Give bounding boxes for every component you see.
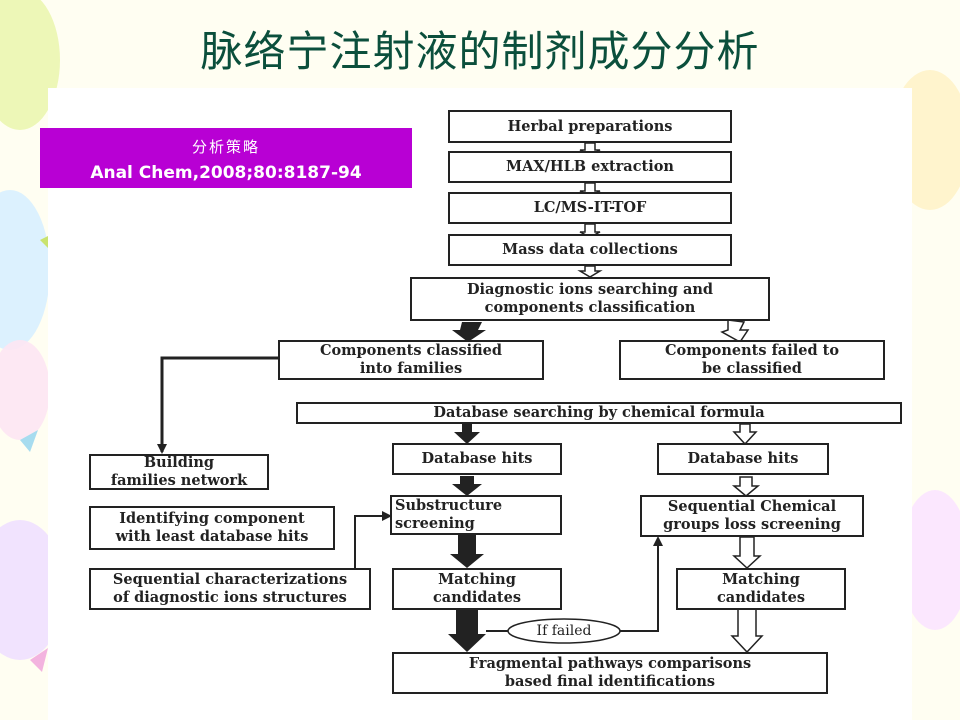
classified-box: Components classified into families bbox=[278, 340, 544, 380]
black-arrow-left bbox=[452, 322, 486, 342]
matching-right-box: Matching candidates bbox=[676, 568, 846, 610]
db-hits-right-box: Database hits bbox=[657, 443, 829, 475]
sequential-char-box: Sequential characterizations of diagnost… bbox=[89, 568, 371, 610]
substructure-box: Substructure screening bbox=[390, 495, 562, 535]
black-arrows-middle bbox=[448, 424, 486, 652]
if-failed-label: If failed bbox=[536, 623, 592, 639]
badge-label: 分析策略 bbox=[191, 138, 260, 156]
db-search-box: Database searching by chemical formula bbox=[296, 402, 902, 424]
building-box: Building families network bbox=[89, 454, 269, 490]
reference-badge: 分析策略 Anal Chem,2008;80:8187-94 bbox=[40, 128, 412, 188]
citation: Anal Chem,2008;80:8187-94 bbox=[90, 163, 362, 183]
diagnostic-box: Diagnostic ions searching and components… bbox=[410, 277, 770, 321]
matching-mid-box: Matching candidates bbox=[392, 568, 562, 610]
white-arrows-right bbox=[730, 423, 764, 654]
page-title: 脉络宁注射液的制剂成分分析 bbox=[200, 27, 760, 76]
fragmental-box: Fragmental pathways comparisons based fi… bbox=[392, 652, 828, 694]
if-failed-ellipse bbox=[507, 618, 621, 644]
lcms-box: LC/MS-IT-TOF bbox=[448, 192, 732, 224]
white-arrow-right bbox=[720, 319, 750, 343]
max-hlb-box: MAX/HLB extraction bbox=[448, 151, 732, 183]
db-hits-mid-box: Database hits bbox=[392, 443, 562, 475]
identifying-box: Identifying component with least databas… bbox=[89, 506, 335, 550]
herbal-box: Herbal preparations bbox=[448, 110, 732, 143]
mass-data-box: Mass data collections bbox=[448, 234, 732, 266]
seq-chem-box: Sequential Chemical groups loss screenin… bbox=[640, 495, 864, 537]
failed-classified-box: Components failed to be classified bbox=[619, 340, 885, 380]
